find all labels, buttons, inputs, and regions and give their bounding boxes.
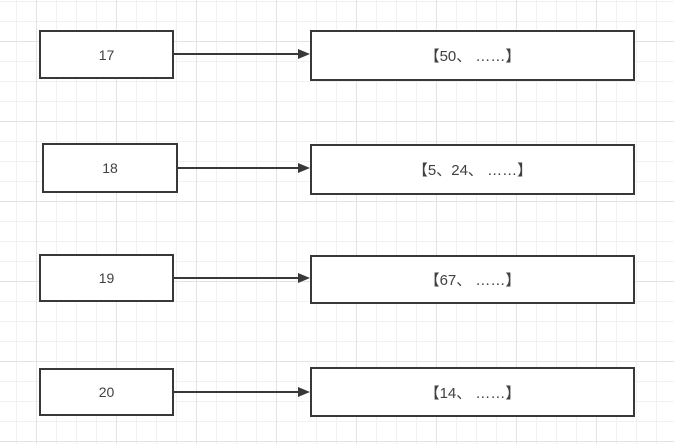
source-node-17[interactable]: 17 xyxy=(39,30,174,79)
target-node-label: 【14、 ……】 xyxy=(424,384,521,402)
source-node-18[interactable]: 18 xyxy=(42,143,178,193)
target-node-20[interactable]: 【14、 ……】 xyxy=(310,367,635,417)
arrow-connector[interactable] xyxy=(174,387,310,397)
source-node-20[interactable]: 20 xyxy=(39,368,174,416)
source-node-label: 18 xyxy=(102,160,118,176)
arrow-connector[interactable] xyxy=(174,273,310,283)
target-node-label: 【5、24、 ……】 xyxy=(412,162,533,179)
arrow-connector[interactable] xyxy=(178,163,310,173)
source-node-label: 20 xyxy=(98,384,115,400)
source-node-label: 19 xyxy=(98,270,115,286)
source-node-label: 17 xyxy=(98,46,115,63)
target-node-19[interactable]: 【67、 ……】 xyxy=(310,255,635,304)
source-node-19[interactable]: 19 xyxy=(39,254,174,302)
arrow-connector[interactable] xyxy=(174,49,310,59)
target-node-17[interactable]: 【50、 ……】 xyxy=(310,30,635,81)
target-node-label: 【50、 ……】 xyxy=(424,48,521,65)
target-node-18[interactable]: 【5、24、 ……】 xyxy=(310,144,635,195)
target-node-label: 【67、 ……】 xyxy=(424,272,521,289)
